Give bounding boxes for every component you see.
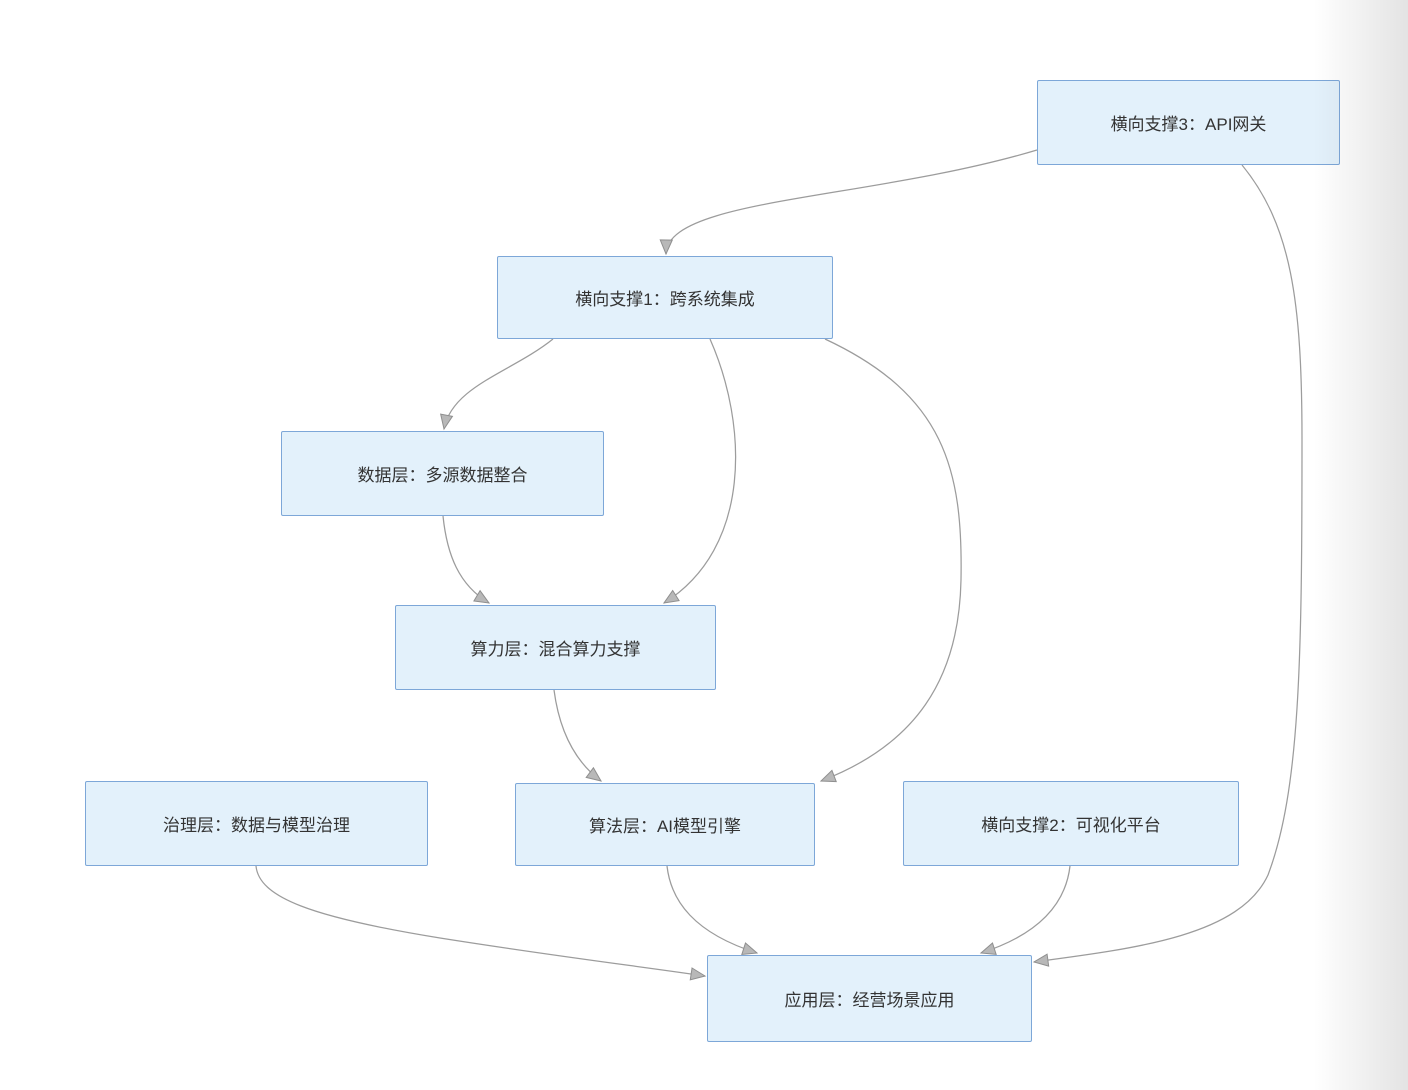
edge-support2-to-application	[979, 865, 1071, 955]
node-support2-visualization-platform: 横向支撑2：可视化平台	[903, 781, 1239, 866]
node-label: 横向支撑2：可视化平台	[981, 816, 1161, 835]
node-application-layer: 应用层：经营场景应用	[707, 955, 1032, 1042]
edge-support1-to-data	[440, 338, 554, 431]
edge-algorithm-to-application	[666, 865, 759, 956]
node-label: 横向支撑3：API网关	[1110, 115, 1267, 134]
node-label: 数据层：多源数据整合	[357, 466, 528, 485]
node-label: 算力层：混合算力支撑	[470, 640, 641, 659]
node-governance-layer: 治理层：数据与模型治理	[85, 781, 428, 866]
node-label: 应用层：经营场景应用	[784, 991, 955, 1010]
node-data-layer: 数据层：多源数据整合	[281, 431, 604, 516]
node-compute-layer: 算力层：混合算力支撑	[395, 605, 716, 690]
edge-compute-to-algorithm	[553, 689, 603, 782]
node-support1-cross-system-integration: 横向支撑1：跨系统集成	[497, 256, 833, 339]
edge-support1-to-compute	[662, 338, 737, 604]
node-label: 算法层：AI模型引擎	[588, 817, 742, 836]
node-label: 治理层：数据与模型治理	[163, 816, 350, 835]
edge-support1-to-algorithm	[819, 338, 962, 783]
edge-governance-to-application	[255, 865, 707, 981]
node-support3-api-gateway: 横向支撑3：API网关	[1037, 80, 1340, 165]
edge-data-to-compute	[442, 515, 491, 604]
node-algorithm-layer: 算法层：AI模型引擎	[515, 783, 815, 866]
node-label: 横向支撑1：跨系统集成	[575, 290, 755, 309]
edge-support3-to-support1	[659, 149, 1038, 256]
